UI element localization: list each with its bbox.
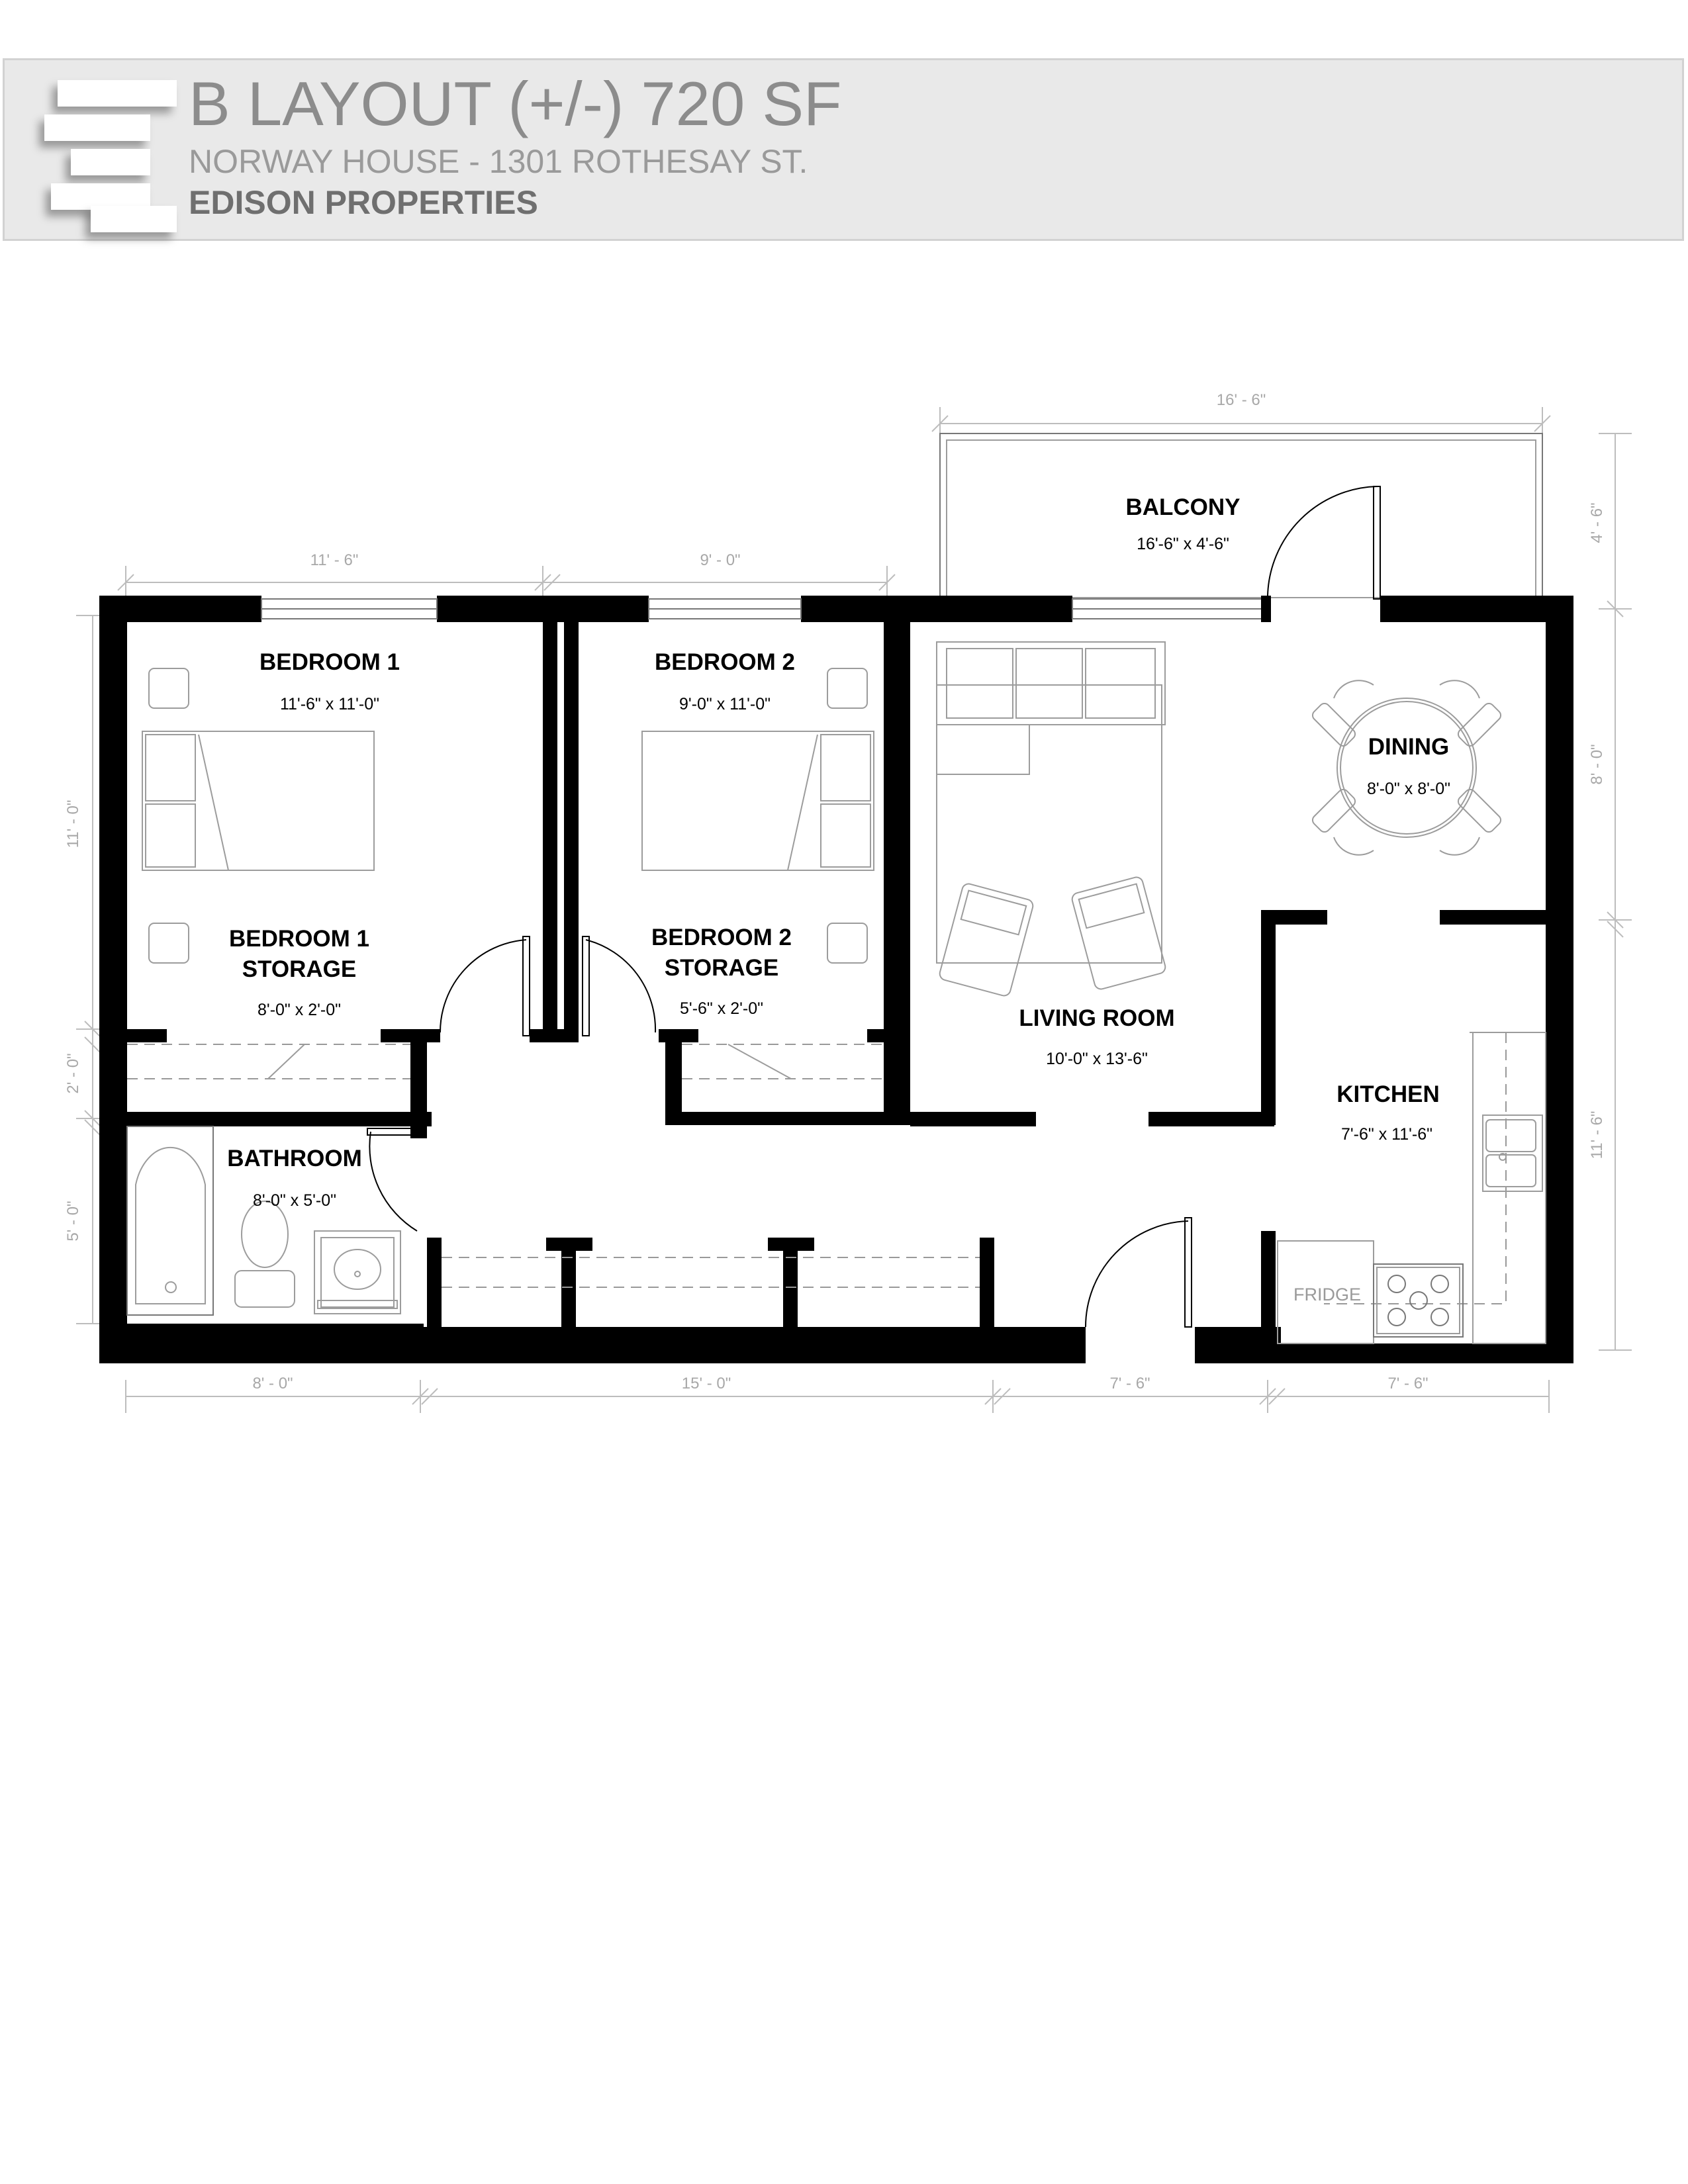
kitchen-name: KITCHEN (1336, 1081, 1440, 1107)
balcony-dims: 16'-6" x 4'-6" (1137, 535, 1229, 553)
bathroom-name: BATHROOM (227, 1146, 362, 1171)
kitchen-dims: 7'-6" x 11'-6" (1341, 1125, 1432, 1144)
bathroom-dims: 8'-0" x 5'-0" (253, 1191, 336, 1210)
fridge-label: FRIDGE (1293, 1285, 1361, 1304)
bedroom2-storage-name-line1: BEDROOM 2 (651, 925, 792, 950)
company-name: EDISON PROPERTIES (189, 184, 538, 221)
dining-name: DINING (1368, 734, 1450, 760)
doors (367, 486, 1381, 1328)
dim-right-dining: 8' - 0" (1588, 744, 1606, 784)
bedroom2-name: BEDROOM 2 (655, 649, 795, 675)
bedroom2-storage-name-line2: STORAGE (665, 955, 778, 981)
balcony-outline (939, 433, 1543, 598)
edison-logo (44, 73, 177, 232)
bedroom1-furniture (142, 668, 375, 964)
bedroom1-storage-dims: 8'-0" x 2'-0" (258, 1001, 341, 1019)
dim-bottom-entry: 7' - 6" (1109, 1375, 1150, 1392)
living-room-name: LIVING ROOM (1019, 1005, 1174, 1031)
bedroom1-name: BEDROOM 1 (259, 649, 400, 675)
header-banner: B LAYOUT (+/-) 720 SF NORWAY HOUSE - 130… (3, 58, 1684, 241)
dim-right-balcony: 4' - 6" (1588, 502, 1606, 543)
page-title: B LAYOUT (+/-) 720 SF (189, 69, 842, 138)
dim-top-bedroom2: 9' - 0" (700, 551, 740, 569)
dim-left-bedroom: 11' - 0" (64, 800, 82, 848)
bedroom1-storage-name-line1: BEDROOM 1 (229, 926, 369, 952)
dim-bottom-bathroom: 8' - 0" (252, 1375, 293, 1392)
kitchen-fixtures: FRIDGE (1277, 1032, 1546, 1344)
dim-bottom-kitchen: 7' - 6" (1387, 1375, 1428, 1392)
closet-markings (127, 1044, 980, 1288)
bedroom1-dims: 11'-6" x 11'-0" (280, 695, 379, 713)
bedroom2-dims: 9'-0" x 11'-0" (679, 695, 771, 713)
dimension-lines (76, 407, 1632, 1413)
walls (99, 596, 1573, 1363)
dim-left-bathroom: 5' - 0" (64, 1201, 82, 1241)
living-room-dims: 10'-0" x 13'-6" (1046, 1050, 1148, 1068)
page-subtitle: NORWAY HOUSE - 1301 ROTHESAY ST. (189, 143, 808, 180)
bathroom-fixtures (126, 1126, 401, 1316)
bedroom1-storage-name-line2: STORAGE (242, 956, 356, 982)
dim-left-storage: 2' - 0" (64, 1053, 82, 1093)
dim-top-balcony: 16' - 6" (1217, 391, 1266, 409)
dining-dims: 8'-0" x 8'-0" (1367, 780, 1450, 798)
dim-right-kitchen: 11' - 6" (1588, 1111, 1606, 1160)
dim-top-bedroom1: 11' - 6" (310, 551, 359, 569)
bedroom2-storage-dims: 5'-6" x 2'-0" (680, 999, 763, 1018)
dining-table (1311, 680, 1502, 856)
dim-bottom-hall: 15' - 0" (682, 1375, 731, 1392)
living-room-furniture (936, 641, 1166, 997)
bedroom2-furniture (641, 668, 874, 964)
balcony-name: BALCONY (1125, 494, 1240, 520)
